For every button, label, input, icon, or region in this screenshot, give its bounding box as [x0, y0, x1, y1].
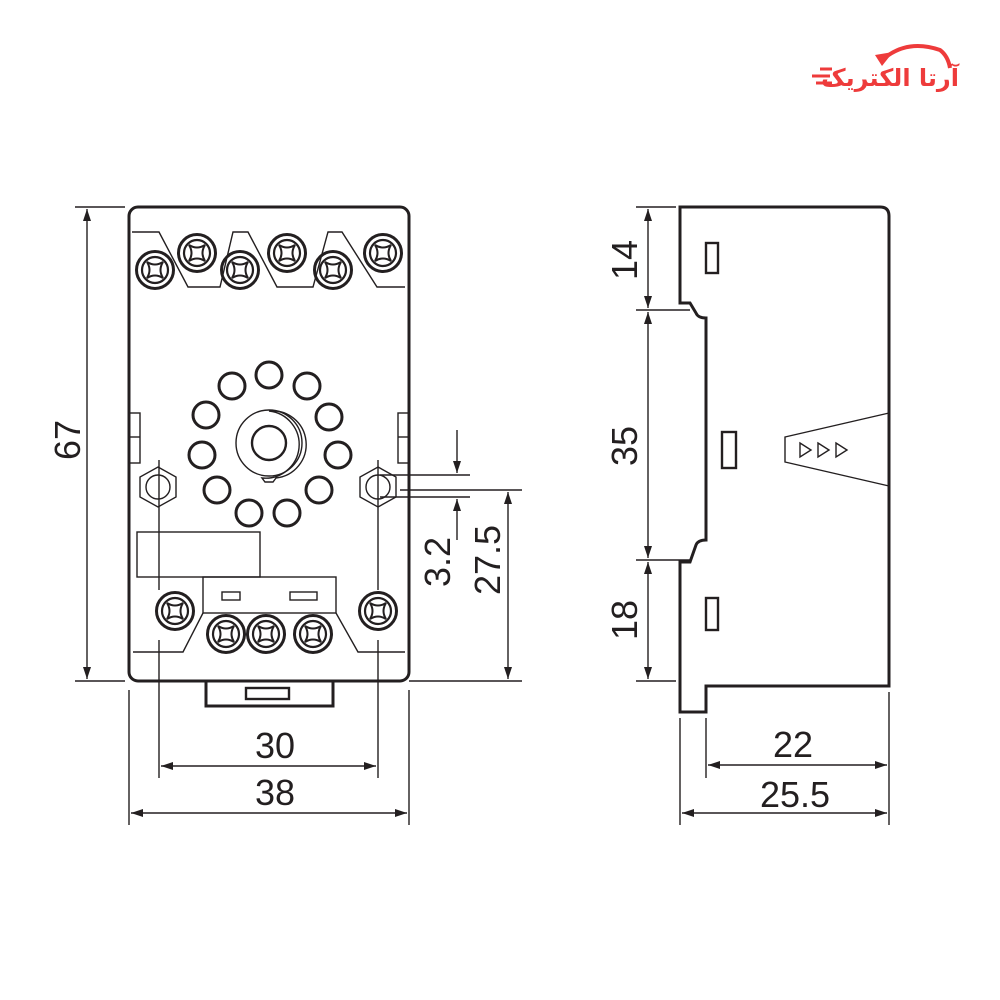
- top-terminal-guard: [132, 231, 405, 288]
- dim-depth-total: 25.5: [760, 774, 830, 815]
- screw-icon: [206, 614, 246, 654]
- center-key: [260, 410, 307, 483]
- pin-hole: [304, 475, 334, 505]
- screw-icon: [358, 591, 398, 631]
- label-area: [136, 531, 261, 578]
- side-slot: [704, 241, 720, 275]
- dim-height: 67: [47, 420, 88, 460]
- screw-icon: [267, 233, 307, 273]
- logo-bolt-icon: [875, 52, 893, 66]
- left-hex-nut-icon: [139, 466, 177, 508]
- pin-hole: [272, 498, 302, 528]
- top-screws: [135, 233, 403, 290]
- dim-center-height: 27.5: [467, 525, 508, 595]
- side-view: 14 35 18 22 25.5: [604, 205, 891, 825]
- screw-icon: [293, 614, 333, 654]
- pin-hole: [202, 475, 232, 505]
- center-key-circle: [235, 409, 303, 477]
- screw-icon: [246, 614, 286, 654]
- side-slot: [704, 596, 720, 632]
- brand-logo: آرتا الکتریک: [812, 44, 960, 92]
- wedge: [784, 412, 890, 487]
- right-tab: [397, 412, 410, 464]
- dim-top: 14: [604, 240, 645, 280]
- dim-width: 38: [255, 772, 295, 813]
- left-tab: [128, 412, 141, 464]
- pin-hole: [191, 400, 221, 430]
- screw-icon: [177, 233, 217, 273]
- center-hole: [250, 424, 288, 462]
- screw-icon: [363, 233, 403, 273]
- pin-hole: [187, 440, 217, 470]
- direction-arrows-icon: [799, 441, 849, 459]
- logo-speed-lines: [812, 67, 832, 85]
- pin-hole: [314, 402, 344, 432]
- pin-hole: [254, 360, 284, 390]
- pin-hole: [292, 371, 322, 401]
- screw-icon: [313, 250, 353, 290]
- pin-hole: [217, 371, 247, 401]
- dim-din-rail: 35: [604, 426, 645, 466]
- bridge-block: [202, 576, 337, 614]
- dim-bottom: 18: [604, 600, 645, 640]
- pin-hole: [234, 498, 264, 528]
- screw-icon: [135, 250, 175, 290]
- bottom-screws: [155, 591, 398, 654]
- pin-hole: [323, 440, 353, 470]
- dim-offset: 3.2: [417, 537, 458, 587]
- side-body: [678, 205, 891, 714]
- screw-icon: [220, 250, 260, 290]
- dim-depth-inner: 22: [773, 724, 813, 765]
- pin-holes: [187, 360, 353, 528]
- front-view: 67 30 38 3.2 27.5: [47, 205, 522, 825]
- side-slot: [720, 430, 738, 470]
- screw-icon: [155, 591, 195, 631]
- logo-text: آرتا الکتریک: [821, 63, 960, 92]
- dim-screw-spacing: 30: [255, 725, 295, 766]
- din-clip: [204, 681, 335, 708]
- logo-arc: [878, 44, 952, 69]
